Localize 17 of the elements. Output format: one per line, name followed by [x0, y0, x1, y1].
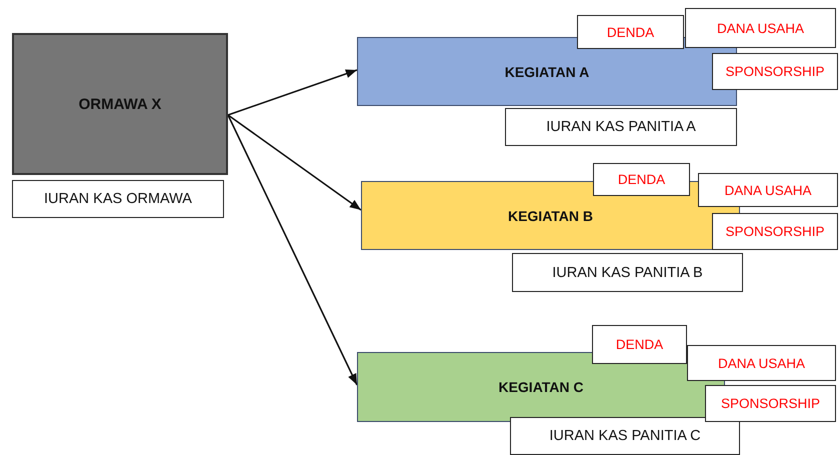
funding-source-box: SPONSORSHIP — [712, 53, 838, 90]
arrow — [228, 69, 358, 116]
funding-source-box: DANA USAHA — [698, 173, 838, 207]
funding-source-box: DENDA — [593, 163, 690, 196]
fee-box: IURAN KAS PANITIA C — [510, 417, 740, 455]
fee-box: IURAN KAS ORMAWA — [12, 180, 224, 218]
arrow — [228, 114, 362, 211]
organization-box: ORMAWA X — [12, 33, 228, 175]
arrow — [227, 114, 358, 386]
funding-source-box: DENDA — [592, 325, 687, 364]
funding-source-box: DENDA — [577, 15, 684, 49]
funding-source-box: DANA USAHA — [687, 345, 836, 381]
fee-box: IURAN KAS PANITIA A — [505, 108, 737, 146]
fee-box: IURAN KAS PANITIA B — [512, 253, 743, 292]
funding-source-box: DANA USAHA — [685, 8, 836, 48]
funding-source-box: SPONSORSHIP — [705, 385, 836, 422]
funding-source-box: SPONSORSHIP — [712, 213, 838, 250]
